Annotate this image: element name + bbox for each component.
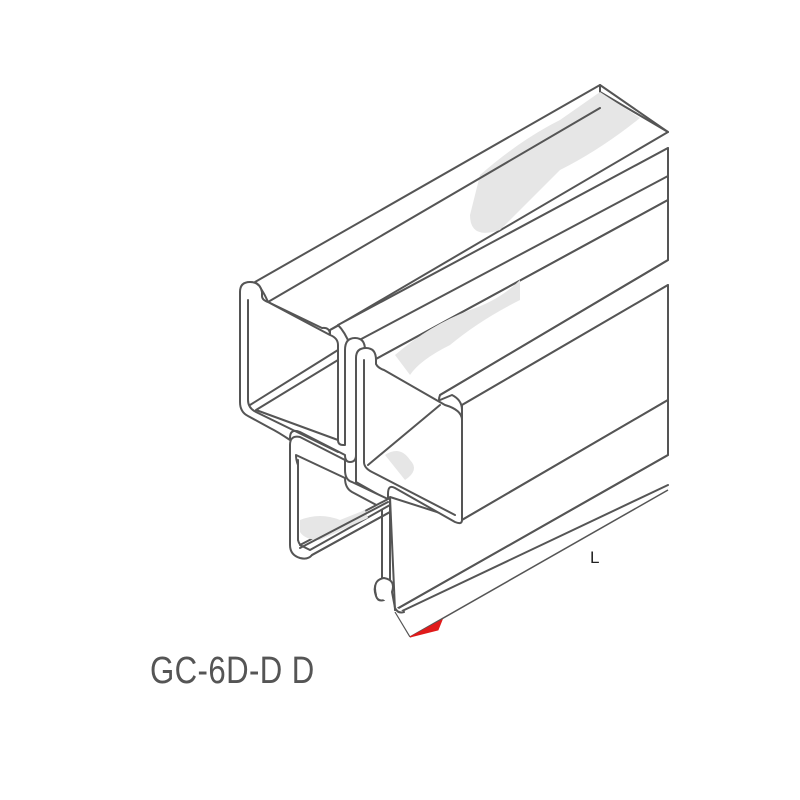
upper-left-channel-inner-floor [255,359,339,441]
upper-right-channel-shadow [385,451,414,480]
length-label: L [590,548,599,567]
upper-right-channel-profile [355,347,463,525]
lower-channel-shading [300,510,368,540]
length-dimension: L [394,489,669,638]
product-code-label: GC-6D-D D [150,650,315,692]
dimension-arrow-icon [409,618,443,638]
upper-right-channel-lip-shading [395,280,520,375]
upper-left-channel-shading [470,92,640,233]
lower-channel-lip [374,577,405,614]
